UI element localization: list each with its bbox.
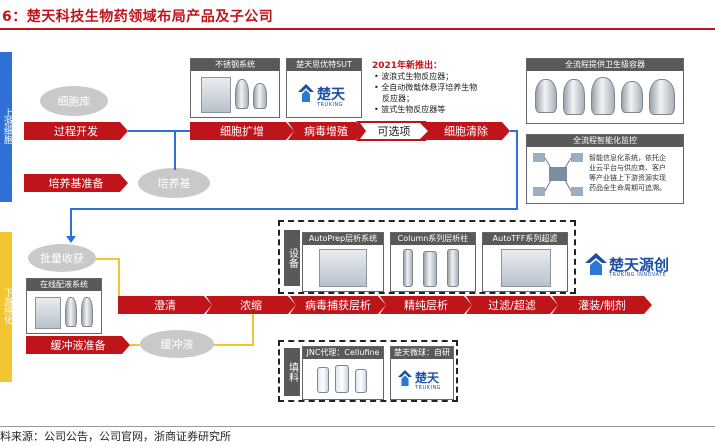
buffer-ellipse: 缓冲液 <box>140 330 214 358</box>
arrow-down-icon <box>66 236 76 243</box>
source-note: 料来源：公司公告，公司官网，浙商证券研究所 <box>0 430 231 443</box>
source-divider <box>0 426 715 427</box>
connector-line <box>174 130 176 170</box>
upstream-stage-bar <box>0 52 12 202</box>
monitoring-desc-line: 等产业链上下游资源实现 <box>589 174 666 182</box>
cell-bank-ellipse: 细胞库 <box>40 86 108 116</box>
connector-line <box>516 130 518 210</box>
connector-line <box>70 208 518 210</box>
launch-item: • 波浪式生物反应器； <box>374 72 454 81</box>
connector-line <box>510 130 518 132</box>
card-title: JNC代理：Cellufine <box>303 347 383 359</box>
step-filtration-ultrafiltration: 过滤/超滤 <box>466 296 558 314</box>
stainless-system-card: 不锈钢系统 <box>190 58 280 118</box>
step-media-preparation: 培养基准备 <box>24 174 128 192</box>
downstream-stage-bar <box>0 232 12 382</box>
launch-item: • 全自动微载体悬浮培养生物 <box>374 83 478 92</box>
equipment-box <box>278 220 576 294</box>
equipment-label: 设备 <box>284 230 300 286</box>
bulk-harvest-ellipse: 批量收获 <box>28 244 96 272</box>
online-buffer-card: 在线配液系统 <box>26 278 102 334</box>
monitoring-desc-line: 药品全生命周期可追溯。 <box>589 184 666 192</box>
stainless-image <box>191 71 279 117</box>
connector-line <box>118 258 120 300</box>
cellufine-image <box>303 359 383 399</box>
truking-logo: 楚天 TRUKING <box>287 71 361 117</box>
launch-title: 2021年新推出： <box>372 61 443 71</box>
media-ellipse: 培养基 <box>138 168 210 198</box>
truking-innovate-logo-icon <box>585 253 607 275</box>
column-image <box>391 245 475 291</box>
sanitary-container-card: 全流程提供卫生级容器 <box>526 58 684 124</box>
card-title: 在线配液系统 <box>27 279 101 291</box>
online-buffer-image <box>27 291 101 333</box>
truking-microsphere-card: 楚天微球：自研 楚天 TRUKING <box>390 346 454 400</box>
truking-logo-icon <box>397 370 413 386</box>
smart-monitoring-card: 全流程智能化监控 智能信息化系统，依托企 业云平台与供应商、客户 等产业链上下游… <box>526 134 684 204</box>
column-card: Column系列层析柱 <box>390 232 476 292</box>
card-title: 楚天微球：自研 <box>391 347 453 359</box>
step-cell-removal: 细胞清除 <box>422 122 510 140</box>
connector-line <box>214 344 254 346</box>
page-title: 6：楚天科技生物药领域布局产品及子公司 <box>2 9 274 25</box>
step-process-development: 过程开发 <box>24 122 128 140</box>
autotff-image <box>483 245 567 291</box>
connector-line <box>130 344 140 346</box>
monitoring-desc-line: 业云平台与供应商、客户 <box>589 164 666 172</box>
card-title: AutoPrep层析系统 <box>303 233 383 245</box>
connector-line <box>96 258 120 260</box>
card-title: Column系列层析柱 <box>391 233 475 245</box>
autotff-card: AutoTFF系列超滤 <box>482 232 568 292</box>
container-image <box>527 71 683 123</box>
truking-innovate-logo-sub: TRUKING INNOVATE <box>609 272 667 278</box>
card-title: AutoTFF系列超滤 <box>483 233 567 245</box>
launch-item: 反应器； <box>382 94 414 103</box>
downstream-stage-label: 下游纯化 <box>2 288 12 324</box>
step-virus-capture-chromatography: 病毒捕获层析 <box>290 296 386 314</box>
connector-line <box>70 208 72 238</box>
step-concentration: 浓缩 <box>206 296 296 314</box>
connector-line <box>252 310 254 346</box>
truking-logo-icon <box>298 84 314 102</box>
sut-card: 楚天思优特SUT 楚天 TRUKING <box>286 58 362 118</box>
step-buffer-preparation: 缓冲液准备 <box>26 336 130 354</box>
autoprep-card: AutoPrep层析系统 <box>302 232 384 292</box>
step-polishing-chromatography: 精纯层析 <box>380 296 472 314</box>
autoprep-image <box>303 245 383 291</box>
step-virus-propagation: 病毒增殖 <box>288 122 364 140</box>
truking-innovate-logo-text: 楚天源创 <box>609 256 670 274</box>
step-cell-expansion: 细胞扩增 <box>190 122 294 140</box>
card-title: 全流程智能化监控 <box>527 135 683 147</box>
card-title: 全流程提供卫生级容器 <box>527 59 683 71</box>
connector-line <box>128 130 190 132</box>
step-clarification: 澄清 <box>118 296 212 314</box>
step-filling-formulation: 灌装/制剂 <box>552 296 652 314</box>
title-divider <box>0 28 715 30</box>
filler-box <box>278 340 458 402</box>
monitoring-network-icon <box>533 153 583 196</box>
jnc-cellufine-card: JNC代理：Cellufine <box>302 346 384 400</box>
upstream-stage-label: 上游细胞 <box>2 108 12 144</box>
monitoring-desc-line: 智能信息化系统，依托企 <box>589 154 666 162</box>
card-title: 不锈钢系统 <box>191 59 279 71</box>
step-optional: 可选项 <box>360 123 428 139</box>
filler-label: 填料 <box>284 348 300 396</box>
truking-logo: 楚天 TRUKING <box>391 359 453 399</box>
card-title: 楚天思优特SUT <box>287 59 361 71</box>
launch-item: • 篮式生物反应器等 <box>374 105 446 114</box>
